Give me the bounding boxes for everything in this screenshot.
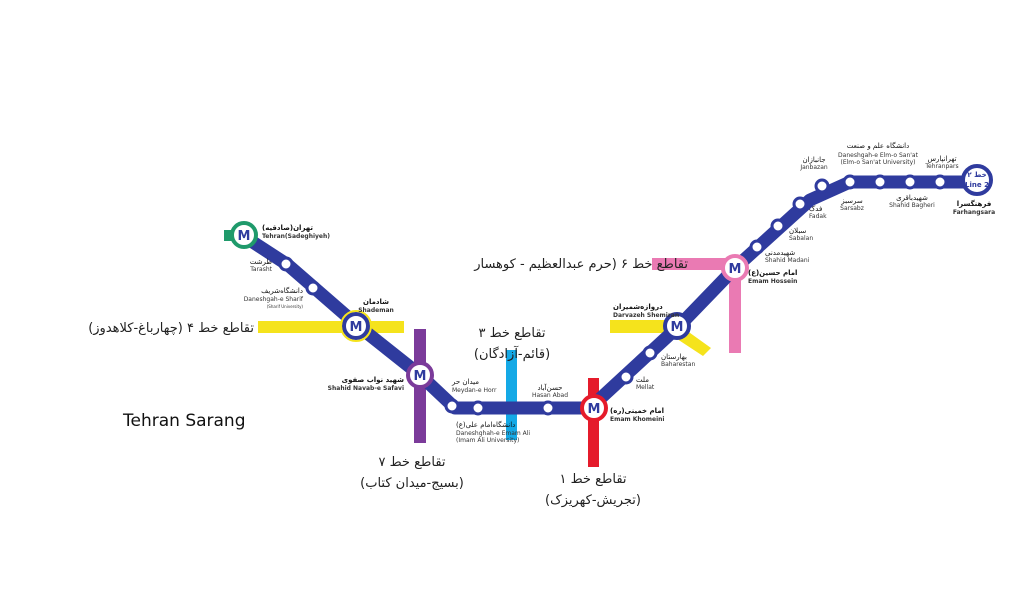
label-darvazeh-fa: دروازه‌شمیران	[613, 303, 663, 311]
station-elmosanat	[872, 174, 888, 190]
metro-m-icon: M	[671, 320, 684, 335]
interchange-navab: M	[406, 361, 434, 389]
label-madani-fa: شهیدمدنی	[765, 249, 795, 257]
caption-line1-2: (تجریش-کهریزک)	[545, 493, 641, 508]
metro-m-icon: M	[729, 262, 742, 277]
label-bagheri-en: Shahid Bagheri	[889, 202, 935, 209]
line4-interchange-bar	[258, 321, 404, 333]
label-hasanabad-fa: حسن‌آباد	[537, 383, 562, 392]
station-fadak	[792, 196, 808, 212]
station-baharestan	[642, 345, 658, 361]
terminus-line-badge: خط ۲ Line 2	[961, 164, 993, 196]
label-shademan-en: Shademan	[358, 307, 394, 314]
station-sarsabz	[842, 174, 858, 190]
station-hasanabad	[540, 400, 556, 416]
label-sarsabz-en: Sarsabz	[840, 205, 864, 212]
label-shademan-fa: شادمان	[363, 298, 389, 306]
caption-line6: تقاطع خط ۶ (حرم عبدالعظیم - کوهسار	[473, 257, 688, 272]
interchange-captions: تقاطع خط ۴ (چهارباغ-کلاهدوز) تقاطع خط ۳ …	[88, 257, 688, 508]
caption-line7-1: تقاطع خط ۷	[378, 455, 445, 470]
station-tarasht	[278, 256, 294, 272]
caption-line3-2: (قائم-آزادگان)	[474, 345, 550, 362]
interchange-darvazeh: M	[663, 312, 691, 340]
label-sadeghiyeh-en: Tehran(Sadeghiyeh)	[262, 233, 330, 240]
station-sharif	[305, 280, 321, 296]
label-janbazan-fa: جانبازان	[802, 156, 825, 164]
label-tehranpars-en: Tehranpars	[924, 163, 958, 170]
label-emamkhomeini-fa: امام خمینی(ره)	[610, 407, 664, 415]
label-hasanabad-en: Hasan Abad	[532, 392, 568, 399]
metro-m-icon: M	[414, 369, 427, 384]
station-meydanhorr	[444, 398, 460, 414]
label-darvazeh-en: Darvazeh Shemiran	[613, 312, 679, 319]
label-meydanhorr-fa: میدان حر	[451, 378, 479, 386]
label-tehranpars-fa: تهرانپارس	[927, 155, 956, 163]
label-emamali-en: Daneshghah-e Emam Ali	[456, 430, 530, 437]
line6-interchange-bar-h	[652, 258, 742, 270]
label-sharif-en2: (Sharif University)	[267, 304, 304, 309]
metro-m-icon: M	[238, 229, 251, 244]
svg-text:خط ۲: خط ۲	[967, 171, 986, 179]
label-fadak-fa: فدک	[809, 205, 822, 213]
label-sadeghiyeh-fa: تهران(صادقیه)	[262, 224, 313, 232]
darvazeh-yellow-bar	[610, 320, 711, 356]
label-navab-fa: شهید نواب صفوی	[342, 376, 404, 384]
label-meydanhorr-en: Meydan-e Horr	[452, 387, 497, 394]
label-emamhossein-en: Emam Hossein	[748, 278, 797, 285]
line1-interchange-bar	[588, 378, 599, 467]
label-madani-en: Shahid Madani	[765, 257, 810, 264]
label-janbazan-en: Janbazan	[799, 164, 828, 171]
label-baharestan-en: Baharestan	[661, 361, 695, 368]
label-mellat-fa: ملت	[636, 376, 649, 384]
label-elmosanat-en2: (Elm-o San'at University)	[841, 159, 916, 166]
interchange-emamhossein: M	[721, 254, 749, 282]
station-labels: تهران(صادقیه) Tehran(Sadeghiyeh) طرشت Ta…	[244, 141, 995, 444]
brand-text: Tehran Sarang	[123, 411, 246, 431]
station-tehranpars	[932, 174, 948, 190]
label-terminus-en: Farhangsara	[953, 209, 995, 216]
caption-line7-2: (بسیج-میدان کتاب)	[360, 476, 464, 491]
station-madani	[749, 239, 765, 255]
interchange-shademan: M	[340, 310, 372, 342]
line-2-track	[235, 175, 987, 415]
label-tarasht-en: Tarasht	[249, 266, 272, 273]
svg-text:Line 2: Line 2	[965, 181, 989, 189]
label-baharestan-fa: بهارستان	[661, 353, 687, 361]
interchange-sadeghiyeh: M	[230, 221, 258, 249]
label-sharif-en: Daneshgah-e Sharif	[244, 296, 304, 303]
label-bagheri-fa: شهیدباقری	[896, 194, 928, 202]
label-sabalan-fa: سبلان	[789, 227, 806, 235]
label-emamkhomeini-en: Emam Khomeini	[610, 416, 665, 423]
station-sabalan	[770, 218, 786, 234]
label-emamali-fa: دانشگاه‌امام علی(ع)	[456, 420, 515, 429]
caption-line3-1: تقاطع خط ۳	[478, 326, 545, 341]
label-elmosanat-fa: دانشگاه علم و صنعت	[847, 141, 909, 150]
line6-interchange-bar-v	[729, 258, 741, 353]
label-navab-en: Shahid Navab-e Safavi	[328, 385, 404, 392]
metro-m-icon: M	[350, 320, 363, 335]
label-terminus-fa: فرهنگسرا	[957, 199, 992, 208]
interchange-emamkhomeini: M	[580, 394, 608, 422]
label-emamhossein-fa: امام حسین(ع)	[748, 269, 797, 277]
metro-m-icon: M	[588, 402, 601, 417]
station-mellat	[618, 369, 634, 385]
label-sarsabz-fa: سرسبز	[840, 197, 863, 205]
regular-stations	[278, 174, 948, 416]
label-tarasht-fa: طرشت	[250, 258, 273, 266]
label-mellat-en: Mellat	[636, 384, 655, 391]
caption-line1-1: تقاطع خط ۱	[559, 472, 626, 487]
caption-line4: تقاطع خط ۴ (چهارباغ-کلاهدوز)	[88, 321, 254, 336]
label-sharif-fa: دانشگاه‌شریف	[261, 286, 303, 295]
label-elmosanat-en: Daneshgah-e Elm-o San'at	[838, 152, 919, 159]
label-sabalan-en: Sabalan	[789, 235, 813, 242]
label-emamali-en2: (Imam Ali University)	[456, 437, 519, 444]
label-fadak-en: Fadak	[809, 213, 827, 220]
station-bagheri	[902, 174, 918, 190]
station-emamali	[470, 400, 486, 416]
line3-interchange-bar	[506, 350, 517, 440]
station-janbazan	[814, 178, 830, 194]
